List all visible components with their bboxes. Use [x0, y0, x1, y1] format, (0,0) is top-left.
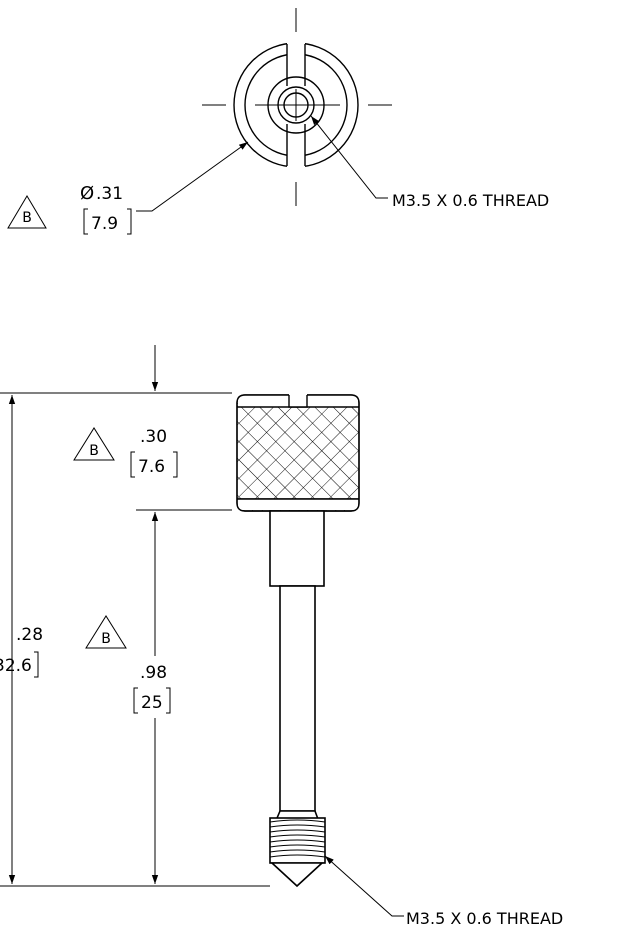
- top-view: B Ø .31 7.9 M3.5 X 0.6 THREAD: [7, 8, 549, 235]
- thread-note-top: M3.5 X 0.6 THREAD: [392, 191, 549, 210]
- side-view: .28 32.6 B .30 7.6 B .98 25 M3.5 X 0.6 T…: [0, 345, 563, 928]
- shank-collar: [269, 510, 325, 587]
- pointed-tip: [269, 862, 325, 888]
- overall-mm: 32.6: [0, 656, 32, 676]
- shank-bracket-right: [166, 687, 171, 714]
- thread-note-bottom: M3.5 X 0.6 THREAD: [406, 909, 563, 928]
- knurled-head: [236, 394, 360, 512]
- overall-bracket-right: [34, 651, 39, 678]
- head-height-mm: 7.6: [138, 457, 165, 477]
- svg-text:B: B: [22, 210, 32, 226]
- slot-edges: [286, 44, 306, 166]
- shank-circle: [267, 76, 325, 134]
- shank-mm: 25: [141, 693, 163, 713]
- flag-note-b-shank: B: [85, 615, 127, 649]
- diameter-inches: .31: [96, 184, 123, 204]
- overall-inches: .28: [16, 625, 43, 645]
- diameter-mm: 7.9: [91, 214, 118, 234]
- flag-note-b-head: B: [73, 427, 115, 461]
- shaft: [279, 585, 316, 812]
- shank-inches: .98: [140, 663, 167, 683]
- diameter-symbol: Ø: [80, 183, 94, 204]
- thread-leader-bottom: [324, 855, 404, 917]
- flag-note-b-top: B: [7, 195, 47, 229]
- head-height-inches: .30: [140, 427, 167, 447]
- bracket-left: [83, 208, 88, 235]
- bracket-right: [127, 208, 132, 235]
- shank-bracket-left: [133, 687, 138, 714]
- svg-text:B: B: [101, 631, 111, 647]
- head-bracket-left: [130, 451, 135, 478]
- diameter-leader: [136, 141, 249, 212]
- head-bracket-right: [173, 451, 178, 478]
- thread-major-circle: [277, 86, 315, 124]
- svg-text:B: B: [89, 443, 99, 459]
- thread-leader-top: [310, 115, 388, 199]
- threaded-end: [269, 817, 326, 864]
